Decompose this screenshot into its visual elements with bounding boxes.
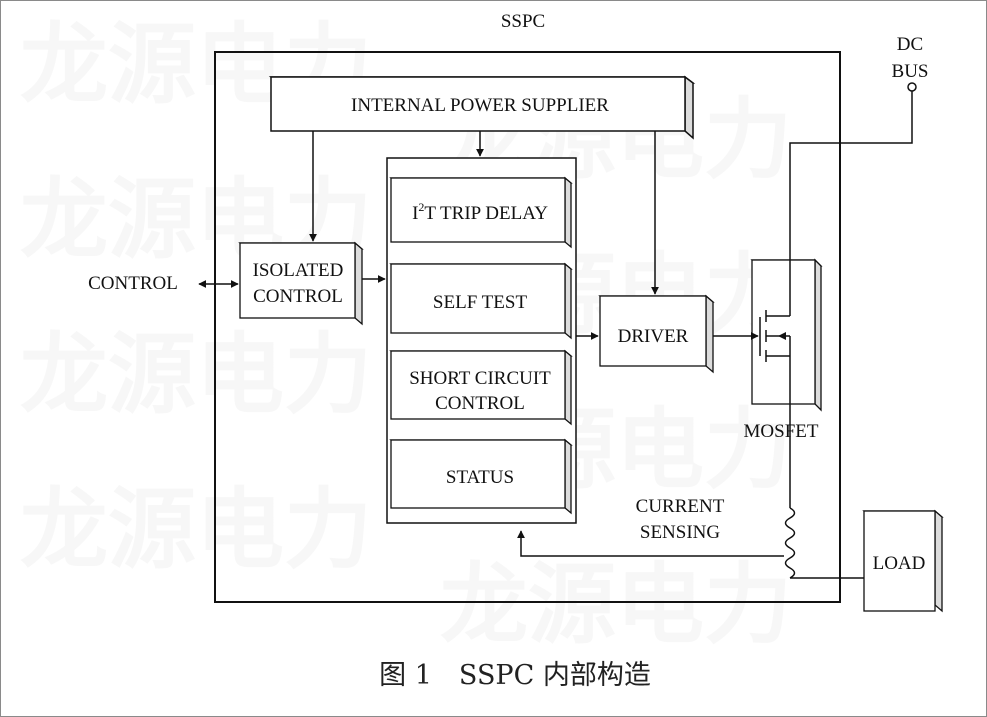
dc-bus-label-line1: DC <box>897 34 923 55</box>
sspc-label: SSPC <box>501 11 545 32</box>
isolated-control-block: ISOLATED CONTROL <box>238 241 364 326</box>
load-block: LOAD <box>862 509 944 613</box>
watermark-text: 龙源电力 <box>20 478 372 581</box>
internal-power-supplier-block: INTERNAL POWER SUPPLIER <box>268 75 696 140</box>
short-circuit-label-line2: CONTROL <box>435 393 525 414</box>
current-sensor-coil-icon <box>784 507 796 579</box>
power-supplier-label: INTERNAL POWER SUPPLIER <box>351 95 609 116</box>
current-sensing-feedback-arrow <box>517 530 784 557</box>
control-input-label: CONTROL <box>88 273 178 294</box>
short-circuit-control-block: SHORT CIRCUIT CONTROL <box>389 349 573 426</box>
watermark-text: 龙源电力 <box>440 553 792 656</box>
status-label: STATUS <box>446 467 514 488</box>
mosfet-block: MOSFET <box>744 258 823 442</box>
current-sensing-label-line2: SENSING <box>640 522 721 543</box>
short-circuit-label-line1: SHORT CIRCUIT <box>409 368 551 389</box>
isolated-control-label-line2: CONTROL <box>253 286 343 307</box>
i2t-trip-delay-block: I2T TRIP DELAY <box>389 176 573 249</box>
mosfet-label: MOSFET <box>744 421 819 442</box>
isolated-control-label-line1: ISOLATED <box>253 260 344 281</box>
current-sensing-label-line1: CURRENT <box>636 496 725 517</box>
load-label: LOAD <box>873 553 926 574</box>
dc-bus-terminal-icon <box>907 82 917 92</box>
watermark-text: 龙源电力 <box>20 323 372 426</box>
driver-label: DRIVER <box>618 326 689 347</box>
figure-caption: 图 1 SSPC 内部构造 <box>379 660 651 691</box>
self-test-block: SELF TEST <box>389 262 573 340</box>
driver-block: DRIVER <box>598 294 715 374</box>
dc-bus-wire <box>789 91 913 316</box>
self-test-label: SELF TEST <box>433 292 528 313</box>
status-block: STATUS <box>389 438 573 515</box>
mosfet-arrow-icon <box>778 332 786 340</box>
dc-bus-label-line2: BUS <box>892 61 929 82</box>
i2t-trip-delay-label: I2T TRIP DELAY <box>412 200 548 224</box>
sspc-boundary <box>214 51 841 603</box>
